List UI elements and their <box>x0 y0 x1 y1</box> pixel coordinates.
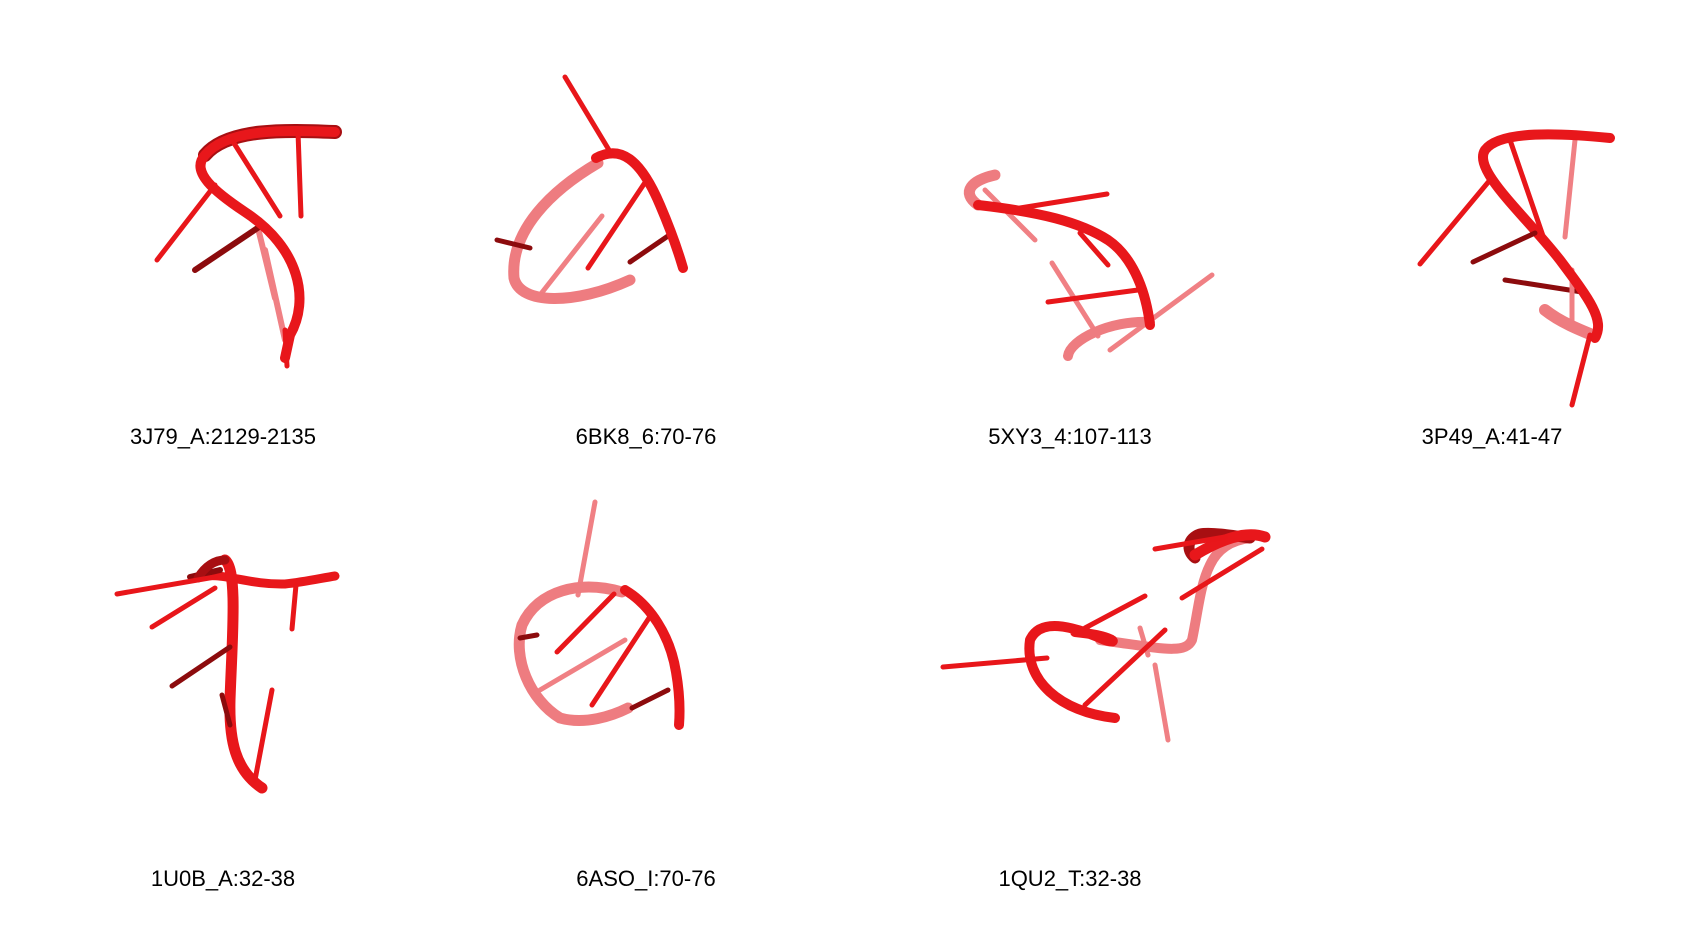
structure-label-3P49: 3P49_A:41-47 <box>1421 424 1563 449</box>
backbone-tube <box>591 148 688 273</box>
base-stick <box>282 327 290 369</box>
backbone-tube <box>1095 533 1255 654</box>
base-stick <box>575 499 598 598</box>
base-stick <box>982 187 1038 243</box>
base-stick <box>192 222 265 273</box>
base-stick <box>262 247 288 343</box>
base-stick <box>1417 177 1493 267</box>
base-stick <box>295 129 304 219</box>
base-stick <box>289 582 299 632</box>
base-stick <box>537 637 628 693</box>
base-stick <box>114 574 218 597</box>
base-stick <box>537 213 605 298</box>
structure-label-1U0B: 1U0B_A:32-38 <box>150 866 296 891</box>
base-stick <box>219 692 233 728</box>
backbone-tube <box>1189 529 1271 561</box>
structure-label-3J79: 3J79_A:2129-2135 <box>130 424 316 449</box>
base-stick <box>940 655 1050 670</box>
structure-1QU2 <box>940 527 1271 743</box>
backbone-tube <box>973 200 1155 330</box>
backbone-tube <box>513 581 634 726</box>
base-stick <box>1569 332 1593 408</box>
base-stick <box>1470 230 1538 265</box>
base-stick <box>629 687 671 711</box>
base-stick <box>1082 593 1148 631</box>
backbone-tube <box>195 125 340 363</box>
backbone-tube <box>219 554 268 794</box>
structure-6BK8 <box>494 74 688 304</box>
base-stick <box>589 615 652 708</box>
base-stick <box>1502 277 1585 295</box>
base-stick <box>1077 230 1111 268</box>
structure-3P49 <box>1417 129 1615 408</box>
base-stick <box>1562 137 1578 240</box>
base-stick <box>1107 272 1215 353</box>
base-stick <box>1179 546 1265 601</box>
base-stick <box>1507 137 1546 239</box>
base-stick <box>169 644 233 689</box>
base-stick <box>554 591 617 655</box>
base-stick <box>1045 287 1141 305</box>
structure-label-5XY3: 5XY3_4:107-113 <box>988 424 1152 449</box>
base-stick <box>627 233 671 265</box>
structure-3J79 <box>154 123 342 369</box>
structure-5XY3 <box>963 169 1215 361</box>
backbone-tube <box>620 585 685 730</box>
backbone-tube <box>193 555 230 583</box>
base-stick <box>252 687 275 783</box>
base-stick <box>149 585 218 630</box>
base-stick <box>517 632 540 641</box>
structure-label-6BK8: 6BK8_6:70-76 <box>575 424 717 449</box>
backbone-tube <box>1478 129 1615 343</box>
base-stick <box>154 182 218 263</box>
backbone-tube <box>1063 316 1155 361</box>
base-stick <box>1082 627 1168 708</box>
base-stick <box>585 175 651 271</box>
structure-label-6ASO: 6ASO_I:70-76 <box>576 866 716 891</box>
backbone-tube <box>1024 621 1120 723</box>
base-stick <box>1152 534 1228 552</box>
base-stick <box>1017 191 1110 211</box>
structure-6ASO <box>513 499 685 730</box>
backbone-tube <box>508 157 636 304</box>
base-stick <box>229 137 283 219</box>
base-stick <box>494 237 533 251</box>
structure-label-1QU2: 1QU2_T:32-38 <box>998 866 1142 891</box>
structure-1U0B <box>114 554 340 794</box>
base-stick <box>562 74 615 158</box>
base-stick <box>1152 662 1171 743</box>
